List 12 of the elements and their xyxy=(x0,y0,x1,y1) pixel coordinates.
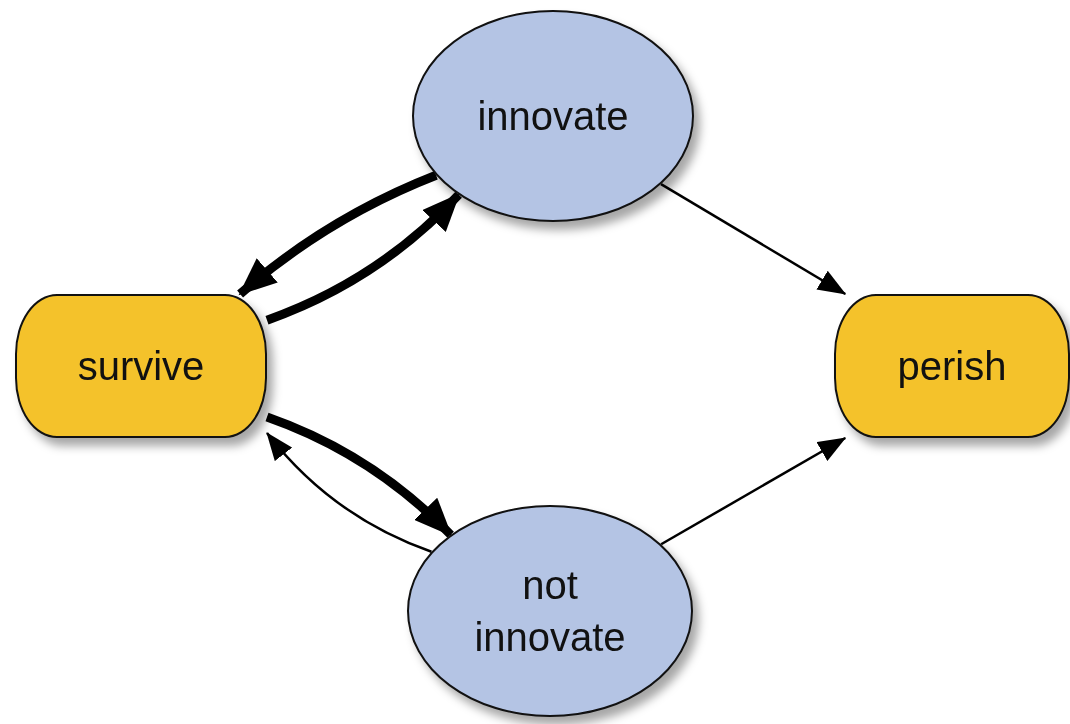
node-label: innovate xyxy=(477,93,629,140)
arrow xyxy=(265,412,454,538)
arrow xyxy=(265,191,462,325)
rounded-box xyxy=(834,294,1070,438)
rounded-box xyxy=(15,294,267,438)
arrow xyxy=(237,171,438,298)
node-label: perish xyxy=(897,343,1007,390)
arrow xyxy=(660,436,847,546)
node-label: survive xyxy=(77,343,205,390)
arrow xyxy=(266,432,432,553)
node-label: not innovate xyxy=(473,562,627,661)
arrow xyxy=(660,183,847,296)
